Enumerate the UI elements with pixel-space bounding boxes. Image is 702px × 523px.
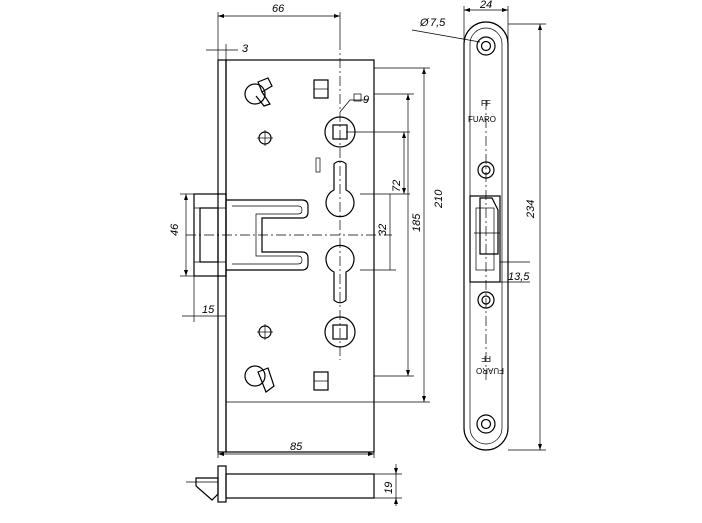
dimensions-faceplate: 24 Ø 7,5 234 13,5 (411, 0, 546, 451)
brand-name-top: FUARO (468, 115, 496, 124)
dim-32: 32 (377, 224, 389, 236)
dim-19: 19 (383, 482, 395, 494)
dim-185: 185 (411, 213, 423, 232)
top-adjust-screw (244, 77, 273, 107)
lock-body-front-view (186, 40, 392, 453)
dimensions-front: 66 3 9 72 32 185 210 (169, 3, 445, 458)
dim-15: 15 (202, 304, 215, 316)
dim-46: 46 (169, 223, 181, 236)
faceplate-outline (463, 21, 509, 451)
cross-screw-bottom (257, 324, 273, 340)
dim-3: 3 (242, 43, 249, 55)
dim-234: 234 (525, 200, 537, 219)
dim-66: 66 (272, 3, 285, 15)
dim-210: 210 (433, 189, 445, 209)
dim-13-5: 13,5 (508, 271, 530, 283)
brand-mark-top: FF (481, 99, 491, 108)
faceplate-view: FF FUARO FF FUARO (463, 21, 509, 451)
lock-bottom-view: 19 (186, 464, 402, 506)
bottom-adjust-screw (244, 365, 275, 393)
faceplate-strip (217, 59, 227, 453)
dim-diameter-symbol: Ø (419, 17, 430, 29)
dim-24: 24 (479, 0, 492, 11)
dim-7-5: 7,5 (430, 17, 446, 29)
dim-85: 85 (290, 441, 303, 453)
dim-72: 72 (391, 180, 403, 192)
cross-screw-top (257, 130, 273, 146)
dim-9: 9 (363, 94, 369, 106)
latch-window (469, 195, 501, 283)
brand-name-bottom: FUARO (476, 366, 504, 375)
brand-mark-bottom: FF (481, 354, 491, 363)
